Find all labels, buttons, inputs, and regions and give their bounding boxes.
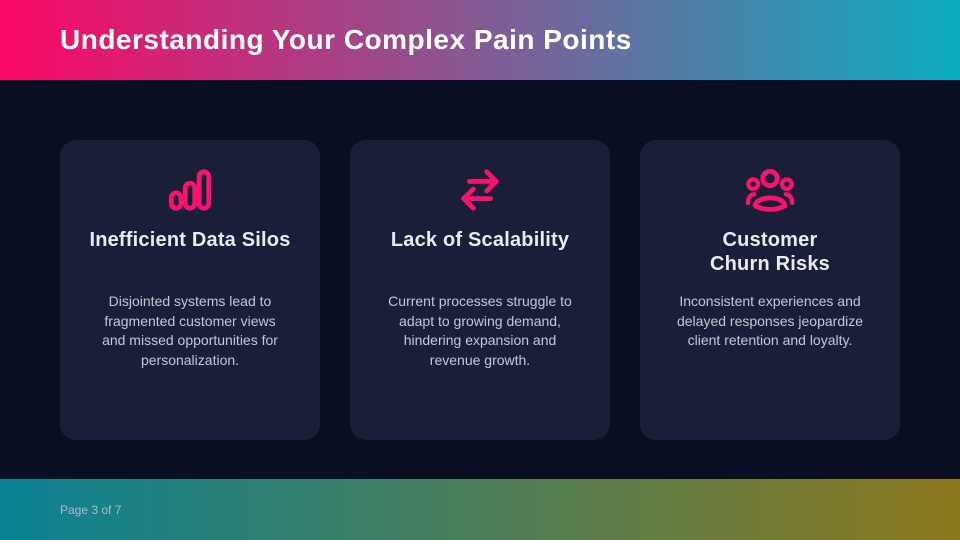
slide-footer: Page 3 of 7 bbox=[0, 479, 960, 540]
page-number-label: Page 3 of 7 bbox=[60, 502, 122, 517]
card-title: Inefficient Data Silos bbox=[89, 229, 291, 251]
card-body: Inconsistent experiences and delayed res… bbox=[676, 293, 863, 348]
card-title: Lack of Scalability bbox=[390, 229, 570, 251]
users-group-icon bbox=[745, 167, 795, 213]
arrows-right-left-icon bbox=[457, 167, 503, 213]
card-title: Customer Churn Risks bbox=[709, 229, 830, 275]
card-customer-churn-risks: Customer Churn Risks Inconsistent experi… bbox=[640, 140, 900, 440]
page-title: Understanding Your Complex Pain Points bbox=[60, 24, 632, 55]
cards-section: Inefficient Data Silos Disjointed system… bbox=[60, 140, 900, 440]
card-inefficient-data-silos: Inefficient Data Silos Disjointed system… bbox=[60, 140, 320, 440]
slide-header: Understanding Your Complex Pain Points bbox=[0, 0, 960, 80]
bar-chart-icon bbox=[167, 167, 213, 213]
card-lack-of-scalability: Lack of Scalability Current processes st… bbox=[350, 140, 610, 440]
card-body: Current processes struggle to adapt to g… bbox=[388, 293, 572, 368]
card-body: Disjointed systems lead to fragmented cu… bbox=[102, 293, 278, 368]
